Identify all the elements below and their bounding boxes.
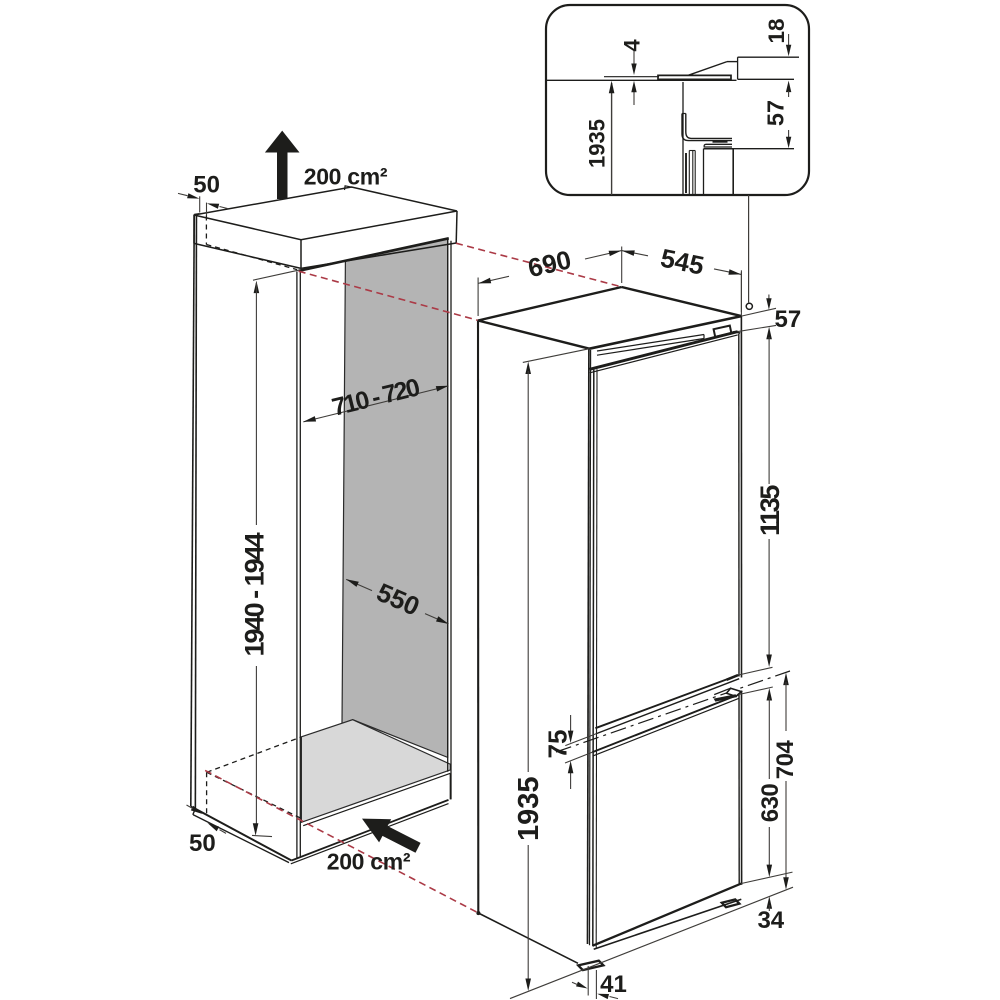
svg-text:57: 57 <box>775 306 802 333</box>
svg-text:50: 50 <box>189 830 216 857</box>
svg-text:200 cm²: 200 cm² <box>327 849 411 875</box>
svg-text:200 cm²: 200 cm² <box>304 164 388 190</box>
svg-text:50: 50 <box>193 172 220 199</box>
svg-text:1935: 1935 <box>513 776 545 841</box>
svg-text:1935: 1935 <box>584 119 609 168</box>
svg-text:630: 630 <box>757 784 784 823</box>
svg-text:18: 18 <box>764 18 789 43</box>
svg-text:704: 704 <box>772 740 799 780</box>
svg-text:41: 41 <box>600 971 627 998</box>
svg-text:75: 75 <box>543 730 573 759</box>
svg-text:4: 4 <box>620 39 645 52</box>
svg-text:57: 57 <box>762 100 788 126</box>
svg-text:1135: 1135 <box>755 485 785 536</box>
svg-text:1940 - 1944: 1940 - 1944 <box>240 532 270 656</box>
svg-text:34: 34 <box>757 907 784 934</box>
